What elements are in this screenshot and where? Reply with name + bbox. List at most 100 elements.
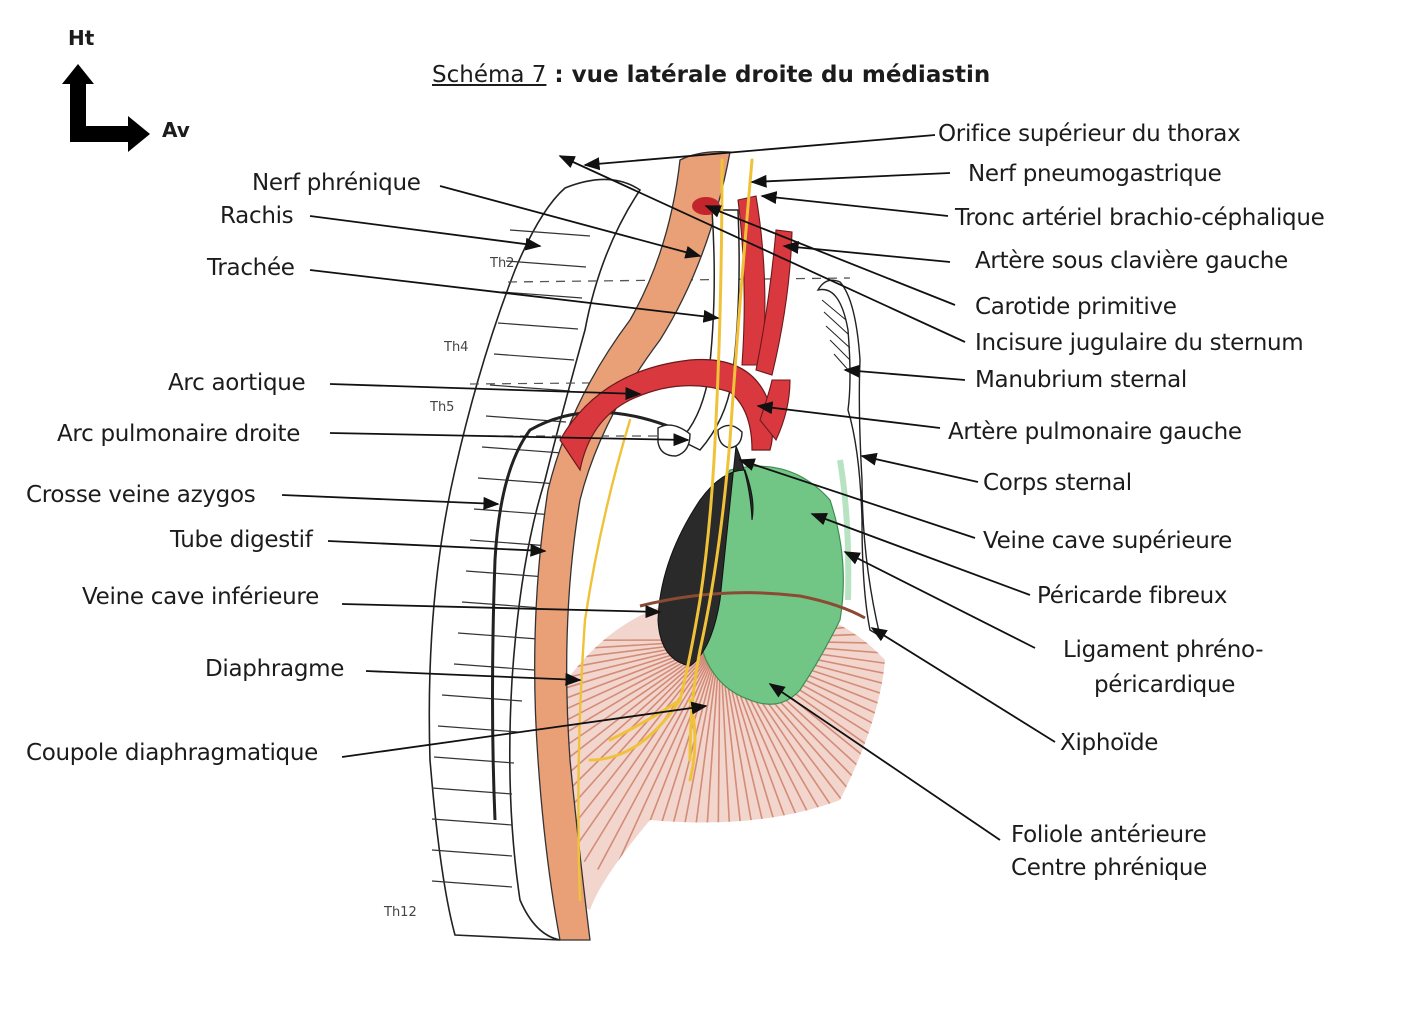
vertebra-line (465, 570, 547, 578)
vagus-nerve (688, 158, 754, 762)
label-pericarde-fibreux: Péricarde fibreux (1037, 583, 1228, 609)
label-nerf-phrenique: Nerf phrénique (252, 170, 421, 196)
label-artere-pulmonaire-gauche: Artère pulmonaire gauche (948, 419, 1242, 445)
vertebra-label-th2: Th2 (490, 256, 515, 271)
vertebra-line (509, 229, 591, 237)
orientation-up-label: Ht (68, 26, 95, 50)
label-nerf-pneumogastrique: Nerf pneumogastrique (968, 161, 1222, 187)
label-trachee: Trachée (207, 255, 295, 281)
diaphragm-dome-line (639, 591, 866, 620)
vertebra-line (469, 539, 551, 547)
nerves (577, 158, 754, 902)
leader-line (750, 172, 951, 188)
label-carotide-primitive: Carotide primitive (975, 294, 1177, 320)
vertebra-line (477, 477, 559, 485)
label-diaphragme: Diaphragme (205, 656, 345, 682)
leader-line (810, 513, 1031, 596)
vertebra-line (473, 508, 555, 516)
leader-line (327, 540, 547, 557)
diagram-title: Schéma 7 : vue latérale droite du médias… (432, 62, 990, 88)
title-number: Schéma 7 (432, 62, 547, 88)
label-tube-digestif: Tube digestif (170, 527, 313, 553)
label-orifice-superieur-thorax: Orifice supérieur du thorax (938, 121, 1241, 147)
phreno-pericardial-ligament (837, 459, 852, 601)
vertebra-line (431, 787, 513, 795)
leader-line (329, 383, 642, 401)
title-text: vue latérale droite du médiastin (571, 62, 991, 88)
leader-line (860, 452, 979, 483)
leader-line (768, 683, 1001, 841)
vertebra-line (433, 756, 515, 764)
leader-line (843, 551, 1036, 649)
vertebra-line (437, 725, 519, 733)
label-ligament-phreno-line1: Ligament phréno- (1063, 637, 1264, 663)
leader-line (870, 627, 1056, 743)
vertebra-label-th4: Th4 (444, 340, 469, 355)
label-crosse-veine-azygos: Crosse veine azygos (26, 482, 256, 508)
leader-line (843, 364, 966, 381)
diaphragm-fibre (611, 639, 721, 877)
diaphragm-fibre (560, 639, 721, 801)
leader-line (760, 191, 949, 217)
leader-line (756, 401, 941, 429)
vertebra-label-th5: Th5 (430, 400, 455, 415)
label-arc-aortique: Arc aortique (168, 370, 306, 396)
label-tronc-arteriel-brachio-cephalique: Tronc artériel brachio-céphalique (955, 205, 1325, 231)
leader-line (558, 155, 966, 343)
label-veine-cave-inferieure: Veine cave inférieure (82, 584, 319, 610)
thoracic-nerve (577, 418, 632, 902)
vertebra-line (493, 353, 575, 361)
label-arc-pulmonaire-droite: Arc pulmonaire droite (57, 421, 301, 447)
leader-line (329, 432, 690, 447)
leader-line (281, 494, 500, 510)
label-xiphoide: Xiphoïde (1060, 730, 1159, 756)
vertebra-line (489, 384, 571, 392)
leader-line (365, 670, 582, 686)
label-ligament-phreno-line2: péricardique (1094, 672, 1236, 698)
leader-line (341, 603, 662, 619)
vertebra-line (461, 601, 543, 609)
orientation-forward-label: Av (162, 118, 190, 142)
vertebra-line (505, 260, 587, 268)
label-incisure-jugulaire-sternum: Incisure jugulaire du sternum (975, 330, 1304, 356)
digestive-tube (534, 151, 731, 941)
diaphragm-fibre (597, 639, 721, 870)
leader-line (704, 205, 956, 306)
label-foliole-anterieure: Foliole antérieure (1011, 822, 1207, 848)
vertebra-line (457, 632, 539, 640)
diaphragm-fibre (583, 639, 721, 863)
subclavian-artery (755, 229, 793, 376)
vertebra-label-th12: Th12 (384, 905, 417, 920)
diaphragm-fibre (560, 639, 721, 835)
vertebra-line (441, 694, 523, 702)
leader-line (738, 458, 976, 539)
leader-line (583, 134, 936, 171)
vertebra-line (481, 446, 563, 454)
orientation-arrow-icon (62, 64, 150, 152)
label-veine-cave-superieure: Veine cave supérieure (983, 528, 1233, 554)
phrenic-branch-2 (588, 698, 682, 762)
vertebra-line (501, 291, 583, 299)
title-separator: : (546, 62, 572, 88)
label-coupole-diaphragmatique: Coupole diaphragmatique (26, 740, 318, 766)
label-artere-sous-claviere-gauche: Artère sous clavière gauche (975, 248, 1288, 274)
label-rachis: Rachis (220, 203, 294, 229)
leader-lines (281, 134, 1056, 841)
leader-line (341, 701, 708, 758)
leader-line (309, 269, 720, 323)
th4-level-line (469, 381, 701, 385)
label-manubrium-sternal: Manubrium sternal (975, 367, 1187, 393)
leader-line (439, 185, 702, 259)
label-corps-sternal: Corps sternal (983, 470, 1132, 496)
spine-rachis (428, 178, 642, 941)
vertebra-line (431, 880, 513, 888)
vertebra-line (431, 818, 513, 826)
aortic-arch (559, 358, 774, 472)
label-centre-phrenique: Centre phrénique (1011, 855, 1207, 881)
vertebra-line (431, 849, 513, 857)
phrenic-branch-1 (608, 698, 682, 742)
vertebra-line (497, 322, 579, 330)
leader-line (309, 215, 542, 251)
